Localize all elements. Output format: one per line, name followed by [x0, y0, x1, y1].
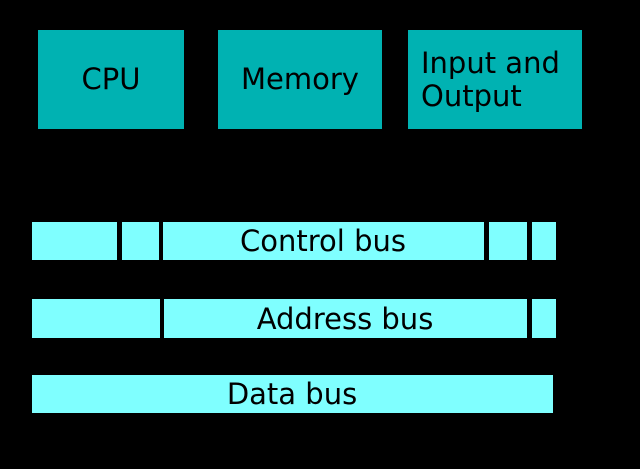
unit-box-memory-label: Memory [241, 62, 359, 97]
bus-segment-control-4 [489, 222, 527, 260]
bus-segment-control-5 [532, 222, 556, 260]
bus-row-control: Control bus [0, 222, 640, 260]
bus-row-data: Data bus [0, 375, 640, 413]
bus-segment-address-2 [164, 299, 527, 338]
bus-segment-control-1 [32, 222, 117, 260]
unit-box-memory: Memory [218, 30, 382, 129]
unit-box-cpu-label: CPU [81, 62, 141, 97]
unit-box-input-and-output-label: Input and Output [421, 46, 560, 113]
bus-segment-control-3 [163, 222, 484, 260]
bus-segment-address-1 [32, 299, 160, 338]
bus-segment-address-3 [532, 299, 556, 338]
bus-segment-data-1 [32, 375, 553, 413]
unit-box-input-and-output: Input and Output [408, 30, 582, 129]
unit-box-cpu: CPU [38, 30, 184, 129]
bus-segment-control-2 [122, 222, 159, 260]
bus-row-address: Address bus [0, 299, 640, 338]
